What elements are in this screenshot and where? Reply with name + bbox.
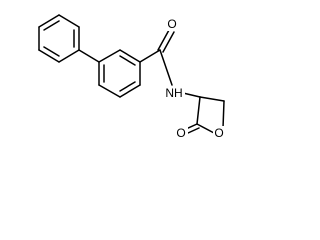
amide-nitrogen-text: NH	[165, 86, 182, 100]
phenylene-bond-5	[98, 84, 121, 98]
ring-bond-c4-o1	[222, 100, 225, 129]
phenylene-bond-4	[119, 84, 141, 98]
ring-oxygen-text: O	[214, 126, 223, 140]
amide-nitrogen-bg	[163, 86, 185, 100]
ring-bond-c2-c3	[196, 96, 201, 125]
lactone-carbonyl-oxygen-text: O	[176, 126, 185, 140]
carbonyl-oxygen-label: O	[166, 17, 179, 31]
carbonyl-double-bond-a	[157, 29, 170, 51]
amide-group	[139, 29, 175, 86]
ring-oxygen-bg	[213, 126, 226, 140]
carbonyl-double-bond-b	[162, 31, 175, 53]
carbonyl-oxygen-text: O	[167, 17, 176, 31]
biaryl-bond	[78, 49, 100, 63]
phenylene-bond-1	[98, 49, 121, 63]
nitrogen-ring-bond	[182, 92, 201, 98]
carbonyl-nitrogen-bond	[159, 49, 173, 86]
ring-bond-o1-c2	[196, 123, 215, 134]
lactone-carbonyl-oxygen-bg	[175, 126, 188, 140]
ring-oxygen-label: O	[213, 126, 226, 140]
carbonyl-oxygen-bg	[166, 17, 179, 31]
phenyl-bond-1	[38, 14, 60, 28]
structure-canvas: O NH O O	[38, 14, 226, 140]
lactone-carbonyl-double-b	[187, 127, 200, 134]
phenylene-double-2	[119, 81, 136, 92]
lactone-carbonyl-oxygen-label: O	[175, 126, 188, 140]
phenyl-ring	[38, 14, 80, 63]
aryl-carbonyl-bond	[139, 49, 161, 63]
amide-nitrogen-label: NH	[163, 86, 185, 100]
phenylene-double-1	[119, 55, 136, 66]
phenyl-bond-5	[38, 49, 60, 63]
phenyl-bond-2	[58, 14, 80, 28]
ring-bond-c3-c4	[199, 96, 225, 102]
phenyl-double-1	[43, 20, 60, 31]
phenyl-bond-4	[58, 49, 80, 63]
phenylene-ring	[98, 49, 141, 98]
phenyl-double-3	[43, 46, 60, 57]
phenylene-bond-2	[119, 49, 141, 63]
